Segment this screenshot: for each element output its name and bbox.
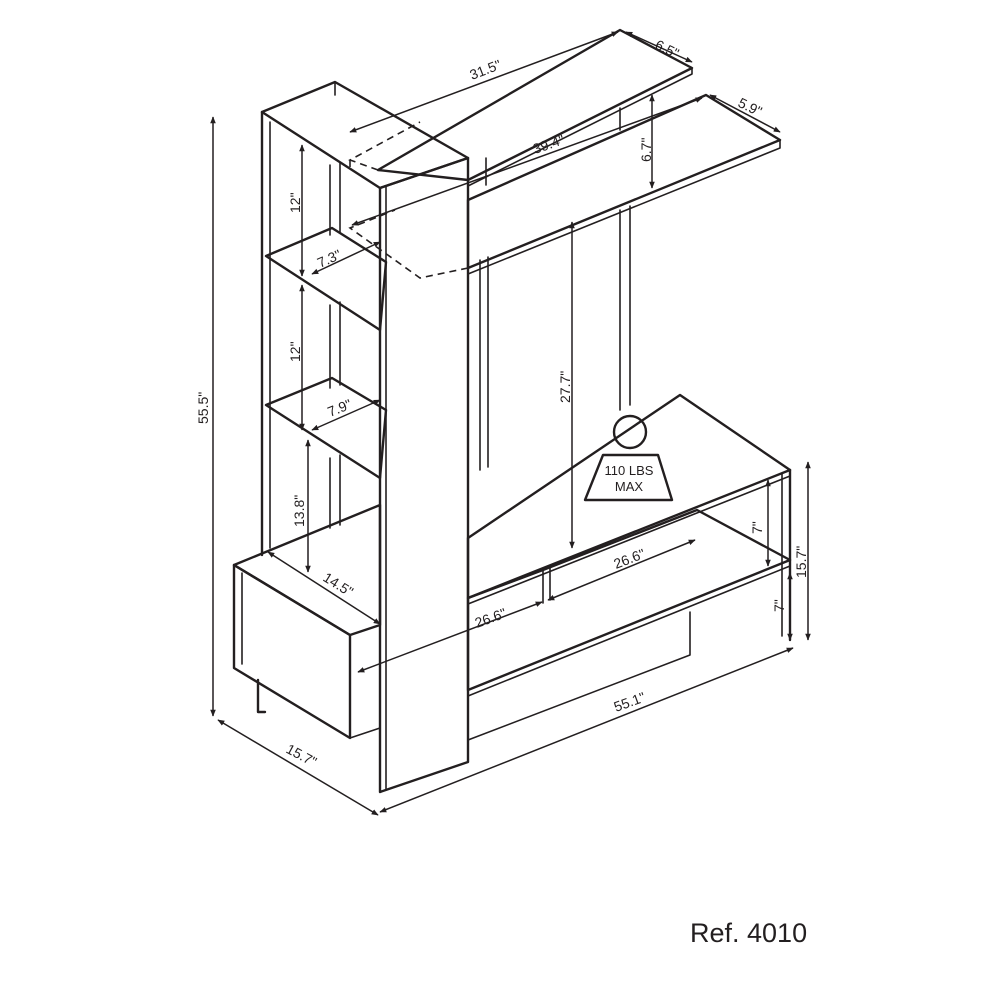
- dim-cubby-height-top: 12": [287, 192, 303, 213]
- dim-cubby-height-mid: 12": [287, 341, 303, 362]
- dim-drawer-height: 7": [771, 599, 787, 612]
- dimension-labels: 31.5" 6.5" 39.4" 5.9" 6.7" 12" 7.3" 12" …: [195, 36, 809, 769]
- reference-label: Ref. 4010: [690, 918, 808, 948]
- dim-side-unit-depth: 14.5": [320, 569, 356, 600]
- dim-cubby-depth-top: 7.3": [315, 246, 344, 271]
- lower-wall-shelf: [348, 93, 782, 279]
- dimension-lines: [210, 31, 811, 816]
- dim-cubby-height-bottom: 13.8": [291, 495, 307, 527]
- weight-label-2: MAX: [615, 479, 644, 494]
- dim-top-shelf-length: 31.5": [467, 56, 503, 82]
- dim-console-drawer-width: 26.6": [473, 605, 509, 631]
- dim-total-depth: 15.7": [284, 741, 320, 770]
- dim-console-shelf-width: 26.6": [611, 545, 647, 571]
- dim-cubby-depth-mid: 7.9": [325, 396, 354, 420]
- dim-tv-space-height: 27.7": [557, 371, 573, 403]
- dim-console-height: 15.7": [793, 546, 809, 578]
- weight-label-1: 110 LBS: [605, 463, 654, 478]
- dim-top-shelf-depth: 6.5": [653, 36, 682, 61]
- weight-limit-icon: 110 LBS MAX: [583, 414, 674, 502]
- side-unit: [260, 80, 470, 794]
- dim-shelf-gap: 6.7": [638, 138, 654, 162]
- drawer-cabinet: [232, 503, 382, 740]
- dim-console-shelf-height: 7": [749, 521, 765, 534]
- dim-total-height: 55.5": [195, 392, 211, 424]
- dim-total-width: 55.1": [612, 689, 648, 715]
